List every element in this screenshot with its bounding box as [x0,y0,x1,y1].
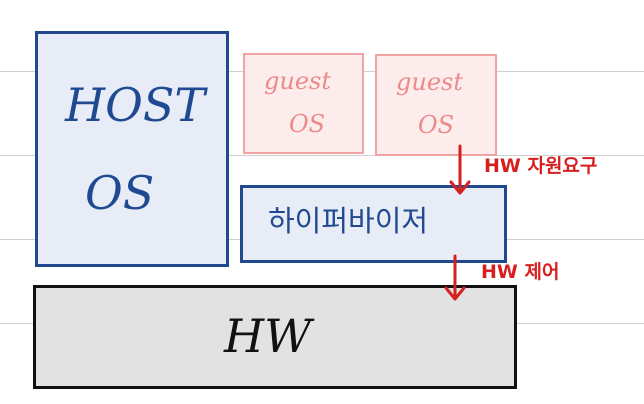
hardware-label: HW [224,309,312,363]
guest-os-box [375,54,497,156]
hypervisor-label: 하이퍼바이저 [268,204,429,238]
hardware-box [33,285,517,389]
hypervisor-box [240,185,507,263]
guest-2-os: OS [418,111,455,139]
host-os-box [35,31,229,267]
resource-request-annotation: HW 자원요구 [484,155,598,177]
guest-2-title: guest [396,68,463,96]
control-annotation: HW 제어 [481,261,560,283]
guest-1-os: OS [289,110,326,138]
guest-os-box [243,53,364,154]
host-os-label: OS [85,166,155,220]
notebook-rule [0,155,644,156]
host-title: HOST [65,78,206,132]
guest-1-title: guest [264,67,331,95]
